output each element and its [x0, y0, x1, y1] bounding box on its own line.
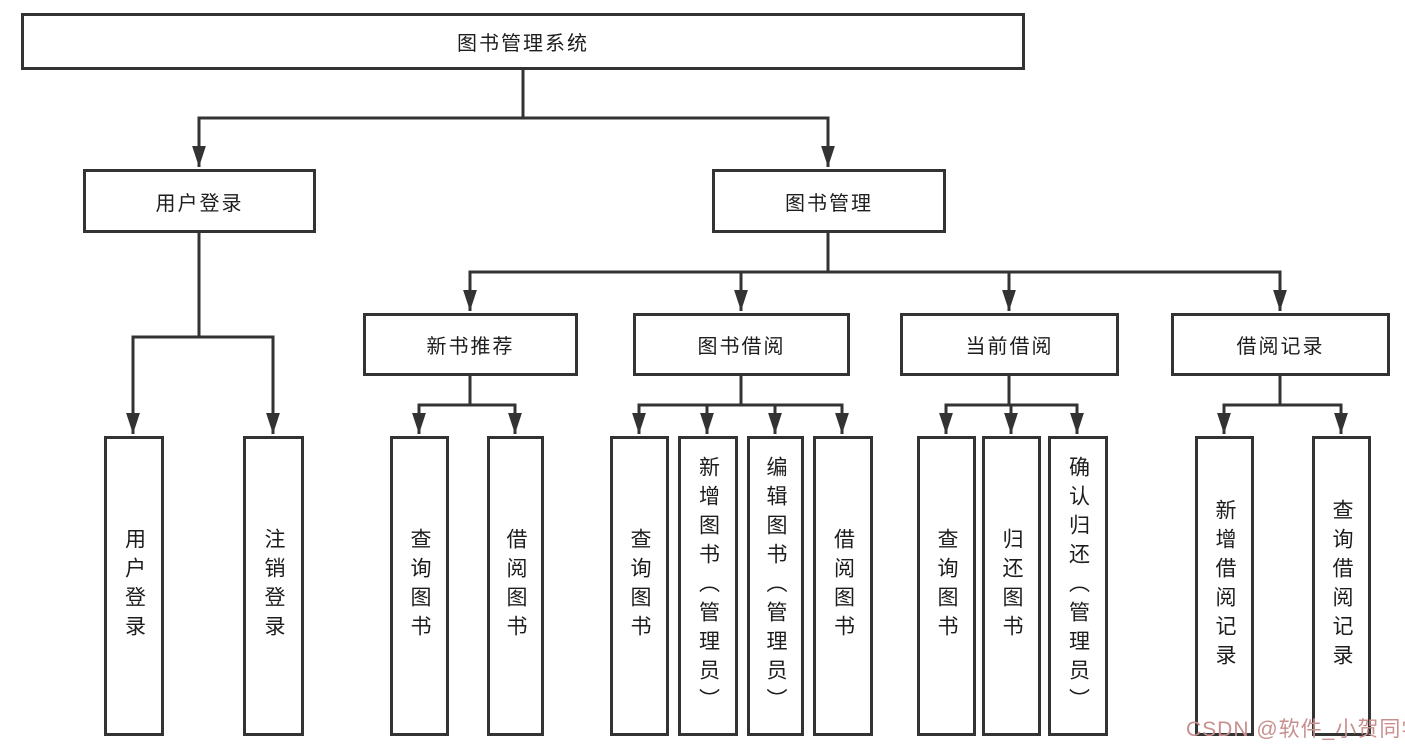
edge-borrow-record-bus — [1222, 374, 1343, 407]
node-label: 注销登录 — [262, 528, 285, 644]
node-leaf-borrow-book: 借阅图书 — [813, 436, 873, 736]
node-leaf-user-login: 用户登录 — [104, 436, 164, 736]
node-label: 借阅图书 — [831, 528, 855, 644]
node-leaf-borrow-book-recommend: 借阅图书 — [487, 436, 544, 736]
edge-user-login-bus — [131, 231, 275, 339]
node-leaf-edit-book-admin: 编辑图书（管理员） — [747, 436, 804, 736]
edge-book-borrow-bus — [637, 374, 844, 407]
edge-current-borrow-bus — [944, 374, 1079, 407]
node-leaf-confirm-return-admin: 确认归还（管理员） — [1048, 436, 1108, 736]
node-label: 编辑图书（管理员） — [764, 455, 787, 717]
csdn-watermark: CSDN @软件_小贺同学 — [1186, 718, 1405, 741]
node-leaf-query-borrow-record: 查询借阅记录 — [1312, 436, 1371, 736]
node-label: 查询图书 — [935, 528, 958, 644]
node-library-management-system: 图书管理系统 — [21, 13, 1025, 70]
node-label: 图书借阅 — [697, 336, 786, 358]
node-label: 用户登录 — [155, 192, 244, 215]
node-leaf-return-book: 归还图书 — [982, 436, 1041, 736]
node-label: 查询借阅记录 — [1330, 499, 1353, 673]
edge-new-book-rec-bus — [417, 374, 517, 407]
node-leaf-add-book-admin: 新增图书（管理员） — [678, 436, 738, 736]
node-label: 归还图书 — [1000, 528, 1023, 644]
node-label: 当前借阅 — [965, 336, 1054, 358]
node-current-borrowing: 当前借阅 — [900, 313, 1119, 376]
node-label: 查询图书 — [628, 528, 651, 644]
node-label: 借阅记录 — [1236, 336, 1325, 358]
node-leaf-query-book-borrow: 查询图书 — [610, 436, 669, 736]
node-new-book-recommend: 新书推荐 — [363, 313, 578, 376]
node-label: 新增借阅记录 — [1213, 499, 1236, 673]
edge-lines — [126, 68, 1348, 434]
node-leaf-query-book-current: 查询图书 — [917, 436, 976, 736]
node-label: 新增图书（管理员） — [696, 455, 720, 717]
node-label: 图书管理 — [785, 192, 873, 215]
node-label: 借阅图书 — [504, 528, 527, 644]
node-label: 图书管理系统 — [457, 33, 589, 55]
edge-root-bus — [197, 68, 830, 120]
node-label: 新书推荐 — [426, 336, 515, 358]
node-label: 确认归还（管理员） — [1066, 455, 1090, 717]
node-label: 查询图书 — [408, 528, 431, 644]
node-leaf-add-borrow-record: 新增借阅记录 — [1195, 436, 1254, 736]
node-borrowing-records: 借阅记录 — [1171, 313, 1390, 376]
node-leaf-query-book-recommend: 查询图书 — [390, 436, 449, 736]
node-user-login: 用户登录 — [83, 169, 316, 233]
edge-book-mgmt-bus — [468, 231, 1282, 274]
node-leaf-logout: 注销登录 — [243, 436, 304, 736]
node-book-borrowing: 图书借阅 — [633, 313, 850, 376]
node-book-management: 图书管理 — [712, 169, 946, 233]
node-label: 用户登录 — [122, 528, 146, 644]
